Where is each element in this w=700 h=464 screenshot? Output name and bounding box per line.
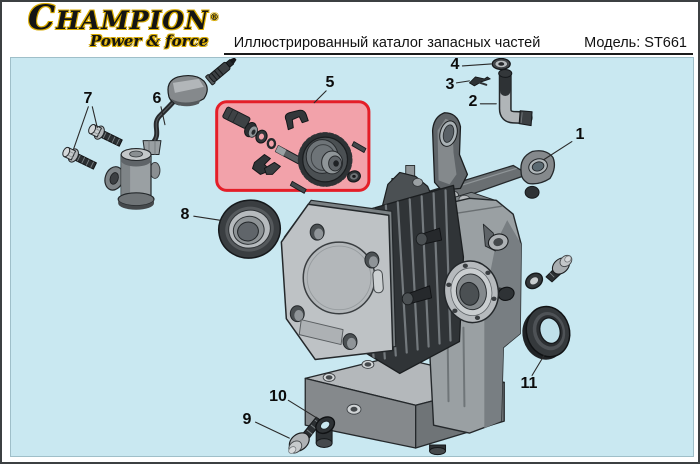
diagram-panel — [10, 57, 694, 457]
cam-washer — [255, 129, 268, 144]
leader-line-8 — [193, 215, 221, 221]
leader-line-11 — [531, 354, 545, 376]
callout-label-3[interactable]: 3 — [445, 76, 455, 93]
top-mount-arm — [431, 112, 469, 191]
oil-sensor — [104, 58, 237, 210]
callout-label-10[interactable]: 10 — [269, 388, 287, 405]
leader-line-5 — [313, 90, 327, 104]
cam-bushing — [222, 106, 251, 129]
leader-line-7 — [91, 106, 98, 129]
ball-bearing — [218, 199, 282, 259]
registered-mark-icon: ® — [209, 13, 220, 23]
side-plug-washer — [525, 272, 544, 290]
champion-logo: Champion® Power & force — [28, 3, 238, 49]
callout-label-6[interactable]: 6 — [152, 90, 162, 107]
oil-seal — [522, 305, 571, 360]
camshaft-gear — [297, 132, 353, 187]
drain-washer — [315, 416, 336, 435]
camshaft-assembly — [222, 106, 367, 194]
leader-line-10 — [287, 399, 318, 419]
flange-bolt-2 — [62, 146, 97, 170]
cam-oring — [266, 137, 277, 150]
cam-rocker — [284, 109, 309, 131]
callout-label-4[interactable]: 4 — [450, 56, 460, 73]
leader-line-9 — [254, 421, 290, 439]
callout-label-8[interactable]: 8 — [180, 206, 190, 223]
callout-label-11[interactable]: 11 — [520, 375, 538, 392]
cam-dowel-1 — [351, 141, 367, 153]
callout-label-9[interactable]: 9 — [242, 411, 252, 428]
callout-label-7[interactable]: 7 — [83, 90, 93, 107]
leader-line-3 — [455, 80, 470, 84]
brand-name: Champion® — [28, 0, 220, 39]
sealing-washer — [491, 58, 511, 71]
leader-line-1 — [543, 141, 573, 161]
model-label: Модель: ST661 — [584, 35, 687, 51]
side-plug-bolt — [545, 254, 573, 283]
cam-dowel-2 — [289, 180, 307, 194]
crank-bore — [443, 260, 500, 324]
leader-line-4 — [461, 63, 492, 67]
cylinder-flange-plate — [280, 199, 397, 361]
callout-label-1[interactable]: 1 — [575, 126, 585, 143]
catalog-title: Иллюстрированный каталог запасных частей — [233, 35, 541, 51]
crankcase-studs — [401, 227, 442, 306]
header-divider — [224, 53, 693, 55]
callout-label-2[interactable]: 2 — [468, 93, 478, 110]
sensor-connector — [205, 58, 237, 86]
brand-tagline: Power & force — [90, 32, 209, 51]
cam-lever-2 — [263, 161, 281, 175]
breather-pipe — [498, 68, 533, 127]
callout-label-5[interactable]: 5 — [325, 74, 335, 91]
clip-pin — [469, 76, 491, 87]
drain-bolt — [288, 416, 323, 454]
exploded-view-drawing — [62, 58, 573, 456]
cam-grommet — [347, 170, 361, 183]
leader-lines — [72, 63, 573, 439]
flange-bolt-1 — [88, 123, 123, 147]
leader-line-6 — [160, 106, 166, 126]
leader-line-7 — [72, 106, 89, 151]
